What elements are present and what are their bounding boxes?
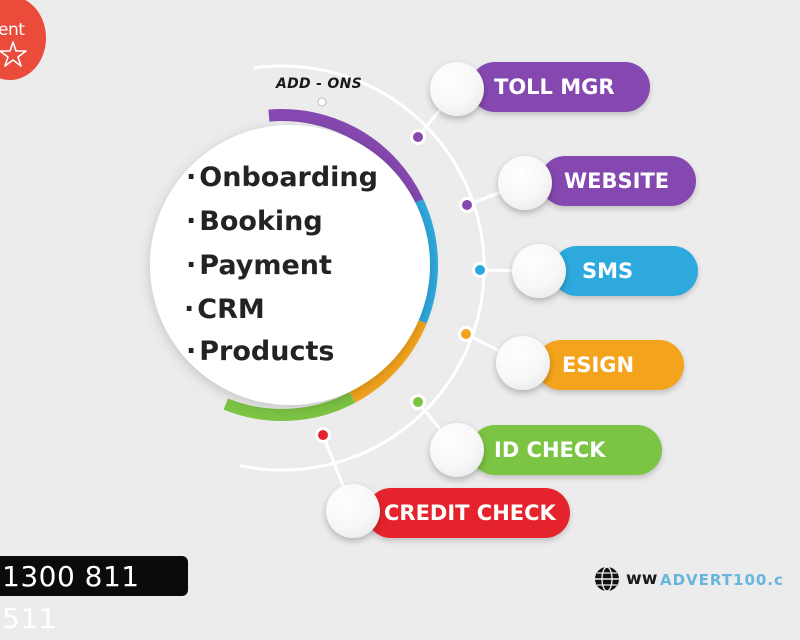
addon-label: ID CHECK — [494, 438, 606, 462]
addon-label: SMS — [582, 259, 634, 283]
branch-node-dot — [413, 397, 423, 407]
star-icon — [0, 41, 27, 67]
website-knob — [498, 156, 552, 210]
branch-nodes — [315, 97, 488, 443]
ring-segment-orange — [349, 318, 427, 403]
addon-toll-mgr[interactable]: TOLL MGR — [470, 62, 650, 112]
core-item-label: Booking — [199, 206, 323, 237]
core-item-label: CRM — [197, 294, 265, 325]
addon-esign[interactable]: ESIGN — [536, 340, 684, 390]
core-circle — [150, 125, 430, 405]
addon-website[interactable]: WEBSITE — [540, 156, 696, 206]
branch-node-dot — [413, 132, 423, 142]
branch-node-dot — [318, 430, 328, 440]
core-item-booking: ·Booking — [186, 206, 323, 237]
ring-segments — [223, 109, 438, 421]
ring-segment-green — [223, 392, 356, 421]
addon-credit-check[interactable]: CREDIT CHECK — [366, 488, 570, 538]
bullet: · — [186, 162, 197, 193]
bullet: · — [186, 336, 197, 367]
credit-check-knob — [326, 484, 380, 538]
core-item-label: Onboarding — [199, 162, 378, 193]
addon-id-check[interactable]: ID CHECK — [470, 425, 662, 475]
addon-label: CREDIT CHECK — [384, 501, 556, 525]
core-item-payment: ·Payment — [186, 250, 332, 281]
branch-node-dot — [461, 329, 471, 339]
core-item-onboarding: ·Onboarding — [186, 162, 378, 193]
branch-node-dot — [462, 200, 472, 210]
bullet: · — [186, 250, 197, 281]
addons-title: ADD - ONS — [276, 76, 363, 92]
core-item-products: ·Products — [186, 336, 334, 367]
phone-banner: 1300 811 511 — [0, 556, 188, 635]
sms-knob — [512, 244, 566, 298]
esign-knob — [496, 336, 550, 390]
bullet: · — [184, 294, 195, 325]
core-item-label: Payment — [199, 250, 332, 281]
core-item-label: Products — [199, 336, 335, 367]
addon-label: WEBSITE — [564, 169, 670, 193]
globe-icon — [595, 566, 619, 592]
arc-start-node — [317, 97, 327, 107]
watermark-text: ADVERT100.c — [660, 571, 784, 589]
addon-label: TOLL MGR — [494, 75, 615, 99]
bullet: · — [186, 206, 197, 237]
branch-node-dot — [475, 265, 485, 275]
ring-segment-purple — [268, 109, 424, 205]
toll-mgr-knob — [430, 62, 484, 116]
phone-number[interactable]: 1300 811 511 — [2, 560, 140, 635]
ring-segment-blue — [412, 199, 438, 324]
addon-label: ESIGN — [562, 353, 635, 377]
id-check-knob — [430, 423, 484, 477]
website-url[interactable]: ww — [626, 569, 658, 589]
core-item-crm: ·CRM — [184, 294, 265, 325]
addon-sms[interactable]: SMS — [552, 246, 698, 296]
logo-text: ent — [0, 20, 25, 40]
